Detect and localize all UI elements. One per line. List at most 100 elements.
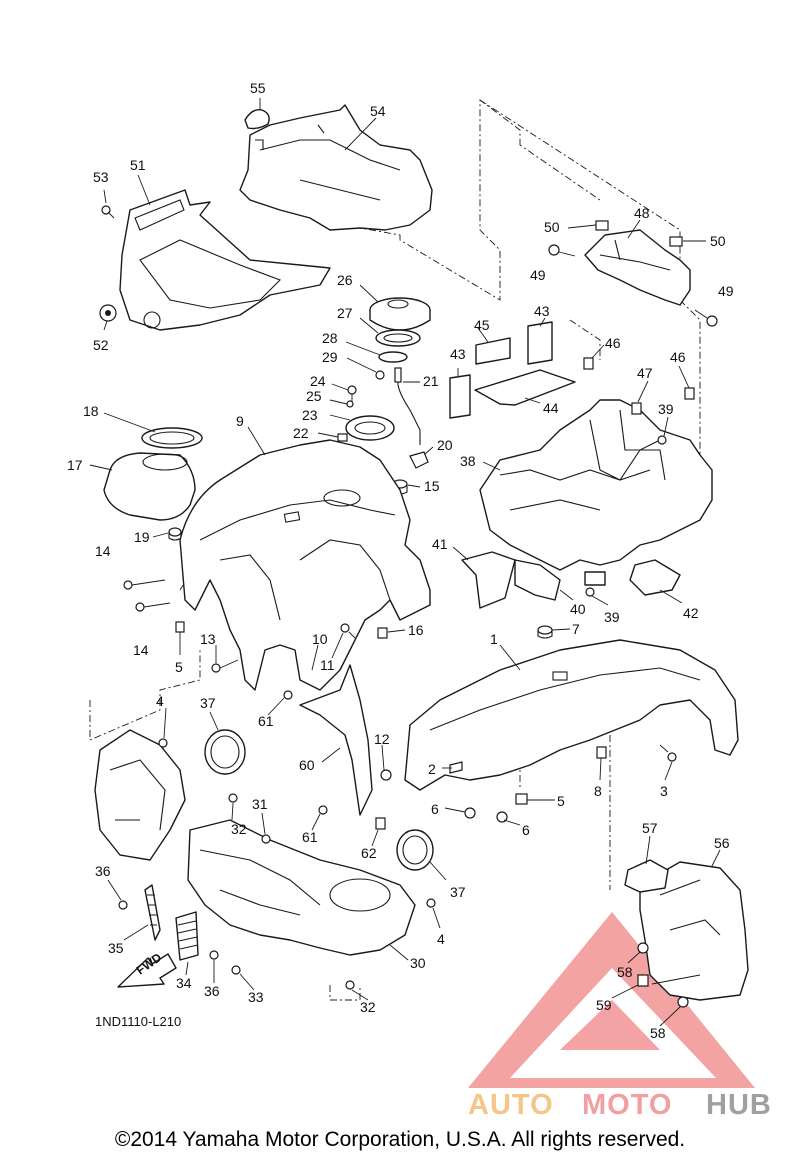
part-38-battery-box <box>479 399 713 571</box>
watermark-moto: MOTO <box>582 1089 672 1121</box>
part-11-bolt <box>340 623 356 639</box>
part-27-gasket <box>375 329 421 347</box>
watermark <box>468 912 755 1088</box>
part-14-bolt-a <box>123 579 166 590</box>
part-5-clip-b <box>515 793 528 805</box>
part-23-ring <box>345 415 395 441</box>
callout-43b: 43 <box>450 346 466 362</box>
callout-5b: 5 <box>557 793 565 809</box>
part-43-pad-b <box>449 374 471 419</box>
part-61-bolt-a <box>283 690 293 700</box>
part-13-bolt <box>211 659 239 673</box>
callout-49b: 49 <box>718 283 734 299</box>
part-42-pad <box>629 559 681 596</box>
part-44-tray <box>474 369 576 406</box>
part-43-pad-a <box>527 321 553 365</box>
part-21-hose <box>394 367 421 445</box>
callout-25: 25 <box>306 388 322 404</box>
callout-50b: 50 <box>710 233 726 249</box>
callout-27: 27 <box>337 305 353 321</box>
callout-39b: 39 <box>604 609 620 625</box>
part-54-cover <box>239 104 433 231</box>
callout-61b: 61 <box>302 829 318 845</box>
part-49-bolt-b <box>694 309 718 327</box>
callout-21: 21 <box>423 373 439 389</box>
part-53-bolt <box>101 205 115 219</box>
part-32-bolt-b <box>345 980 355 990</box>
callout-58b: 58 <box>650 1025 666 1041</box>
callout-3: 3 <box>660 783 668 799</box>
leader-lines <box>89 98 721 1027</box>
part-16-clip <box>377 627 388 639</box>
part-18-band <box>141 427 203 449</box>
part-37-duct-ring-b <box>396 829 434 871</box>
callout-57: 57 <box>642 820 658 836</box>
callout-11: 11 <box>320 657 335 673</box>
callout-6b: 6 <box>522 822 530 838</box>
callout-32b: 32 <box>360 999 376 1015</box>
part-41-pad <box>461 551 516 609</box>
callout-46a: 46 <box>605 335 621 351</box>
callout-36a: 36 <box>95 863 111 879</box>
callout-13: 13 <box>200 631 216 647</box>
callout-62: 62 <box>361 845 377 861</box>
callout-56: 56 <box>714 835 730 851</box>
callout-28: 28 <box>322 330 338 346</box>
part-28-plate <box>378 351 408 363</box>
diagram-code: 1ND1110-L210 <box>95 1014 181 1029</box>
part-52-grommet <box>99 304 117 322</box>
callout-5a: 5 <box>175 659 183 675</box>
callout-55: 55 <box>250 80 266 96</box>
part-39-pad <box>584 571 606 586</box>
part-58-bolt-a <box>637 942 649 954</box>
callout-49a: 49 <box>530 267 546 283</box>
part-32-bolt-a <box>228 793 238 803</box>
copyright-notice: ©2014 Yamaha Motor Corporation, U.S.A. A… <box>114 1128 686 1151</box>
callout-14a: 14 <box>95 543 111 559</box>
part-48-bracket <box>584 229 691 306</box>
part-62-clip <box>375 817 386 830</box>
callout-7: 7 <box>572 621 580 637</box>
callout-43a: 43 <box>534 303 550 319</box>
callout-9: 9 <box>236 413 244 429</box>
callout-32a: 32 <box>231 821 247 837</box>
callout-58a: 58 <box>617 964 633 980</box>
part-33-bolt <box>231 965 241 975</box>
callout-22: 22 <box>293 425 309 441</box>
part-34-mesh <box>175 911 199 961</box>
callout-23: 23 <box>302 407 318 423</box>
callout-17: 17 <box>67 457 83 473</box>
part-6-bolt-a <box>464 807 476 819</box>
callout-51: 51 <box>130 157 146 173</box>
callout-40: 40 <box>570 601 586 617</box>
callout-29: 29 <box>322 349 338 365</box>
part-12-bolt <box>380 769 392 781</box>
callout-30: 30 <box>410 955 426 971</box>
part-60-panel <box>299 664 373 816</box>
callout-6a: 6 <box>431 801 439 817</box>
part-24-screw <box>347 385 357 402</box>
part-7-grommet <box>537 625 553 639</box>
part-22-nut <box>337 433 348 442</box>
part-36-bolt-a <box>118 900 128 910</box>
callout-41: 41 <box>432 536 448 552</box>
part-14-bolt-b <box>135 602 171 612</box>
part-50-grommet-b <box>669 236 683 247</box>
callout-39a: 39 <box>658 401 674 417</box>
part-8-clip <box>596 746 607 759</box>
callout-33: 33 <box>248 989 264 1005</box>
callout-35: 35 <box>108 940 124 956</box>
part-5-clip-a <box>175 621 185 633</box>
callout-50a: 50 <box>544 219 560 235</box>
watermark-auto: AUTO <box>468 1089 554 1121</box>
part-4-bolt-a <box>158 738 168 748</box>
callout-53: 53 <box>93 169 109 185</box>
callout-labels: 55 54 53 51 52 26 27 28 29 21 24 25 23 2… <box>67 80 734 1041</box>
part-26-cap <box>369 297 431 331</box>
callout-48: 48 <box>634 205 650 221</box>
part-40-pad <box>514 559 561 601</box>
watermark-triangle-core <box>560 1000 660 1050</box>
part-9-front-panel <box>179 439 431 691</box>
